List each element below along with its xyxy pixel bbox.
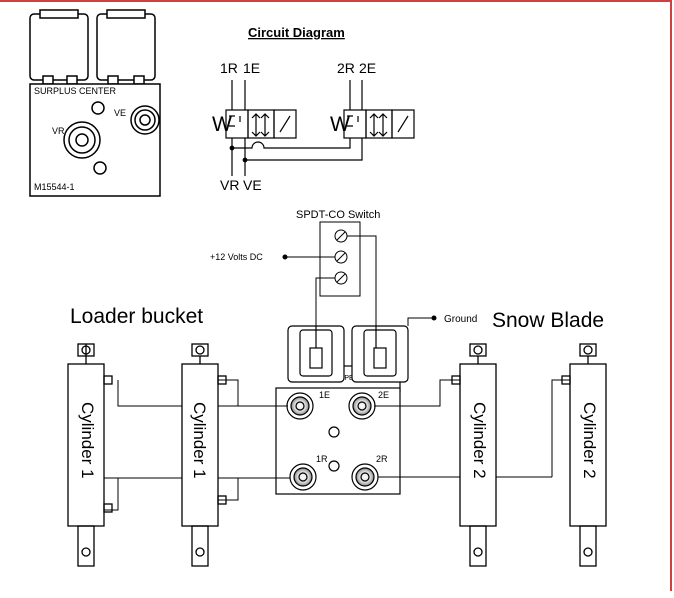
valve2-port-2r: 2R [337, 60, 355, 76]
circuit-schematic [225, 80, 415, 176]
valve-port-ve-label: VE [114, 108, 126, 118]
cylinder-2b [561, 343, 607, 567]
cylinder-2a-label: Cylinder 2 [470, 402, 489, 479]
ground-label: Ground [444, 314, 477, 325]
cylinder-1b [181, 343, 227, 567]
switch-title: SPDT-CO Switch [296, 209, 380, 221]
valve-port-vr-label: VR [52, 126, 65, 136]
cylinder-1b-label: Cylinder 1 [190, 402, 209, 479]
manifold-port-1e: 1E [319, 390, 330, 400]
power-label: +12 Volts DC [210, 252, 263, 262]
manifold-port-1r: 1R [316, 454, 328, 464]
loader-bucket-label: Loader bucket [70, 305, 203, 328]
valve2-coil-w: W [330, 113, 350, 136]
valve1-port-1e: 1E [243, 60, 260, 76]
valve1-coil-w: W [212, 113, 232, 136]
valve-part-number: M15544-1 [34, 182, 75, 192]
manifold-port-2e: 2E [378, 390, 389, 400]
cylinder-1a-label: Cylinder 1 [78, 402, 97, 479]
manifold-port-2r: 2R [376, 454, 388, 464]
cylinder-1a [67, 343, 113, 567]
manifold-coils [275, 325, 409, 495]
circuit-port-vr: VR [220, 177, 239, 193]
valve-brand-label: SURPLUS CENTER [34, 86, 117, 96]
circuit-title: Circuit Diagram [248, 25, 345, 40]
valve2-port-2e: 2E [359, 60, 376, 76]
cylinder-2b-label: Cylinder 2 [580, 402, 599, 479]
spdt-switch [282, 221, 437, 326]
cylinder-2a [451, 343, 497, 567]
valve1-port-1r: 1R [220, 60, 238, 76]
circuit-port-ve: VE [243, 177, 262, 193]
valve-block-illustration [29, 9, 161, 197]
snow-blade-label: Snow Blade [492, 309, 604, 332]
